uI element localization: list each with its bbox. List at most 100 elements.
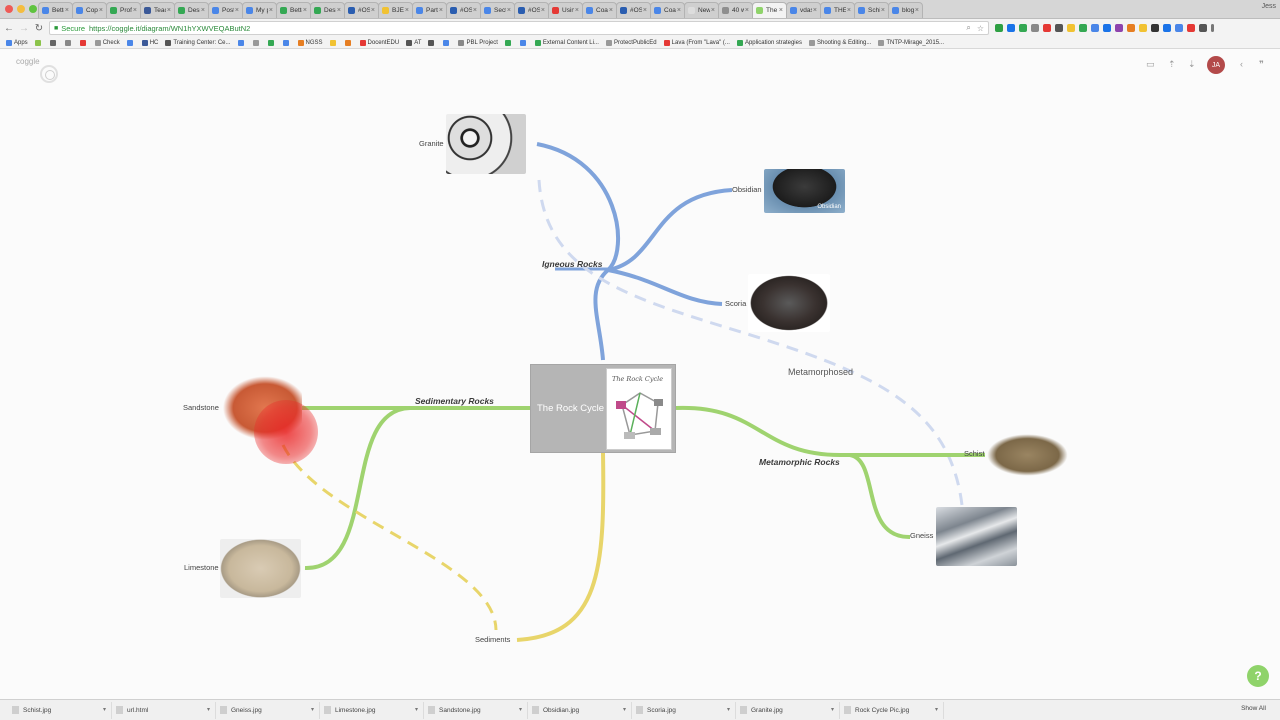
extension-icon[interactable] xyxy=(1115,24,1123,32)
bookmark-item[interactable] xyxy=(267,39,276,46)
obsidian-image[interactable]: Obsidian xyxy=(764,169,845,213)
close-tab-icon[interactable]: × xyxy=(404,7,409,14)
close-tab-icon[interactable]: × xyxy=(574,7,579,14)
download-menu-icon[interactable]: ▾ xyxy=(102,706,106,713)
extension-icon[interactable] xyxy=(1127,24,1135,32)
download-menu-icon[interactable]: ▾ xyxy=(414,706,418,713)
app-logo[interactable]: coggle xyxy=(16,57,40,66)
extension-icon[interactable] xyxy=(1175,24,1183,32)
schist-image[interactable] xyxy=(987,434,1068,476)
close-tab-icon[interactable]: × xyxy=(778,7,783,14)
maximize-window-icon[interactable] xyxy=(29,5,37,13)
bookmark-item[interactable] xyxy=(344,39,353,46)
bookmark-item[interactable]: DocentEDU xyxy=(359,39,399,46)
node-schist[interactable]: Schist xyxy=(964,449,985,458)
url-input[interactable]: ■ Secure https://coggle.it/diagram/WN1hY… xyxy=(49,21,989,35)
bookmark-item[interactable] xyxy=(443,39,451,46)
download-menu-icon[interactable]: ▾ xyxy=(934,706,938,713)
extension-icon[interactable] xyxy=(1199,24,1207,32)
download-menu-icon[interactable]: ▾ xyxy=(518,706,522,713)
bookmark-item[interactable] xyxy=(428,39,436,46)
extension-icon[interactable] xyxy=(1079,24,1087,32)
browser-tab[interactable]: 40 wa× xyxy=(718,2,753,18)
extension-icon[interactable] xyxy=(1007,24,1015,32)
close-tab-icon[interactable]: × xyxy=(710,7,715,14)
browser-tab[interactable]: My pro× xyxy=(242,2,277,18)
bookmark-item[interactable]: ProtectPublicEd xyxy=(605,39,657,46)
mindmap-canvas[interactable]: coggle ▭ ⇡ ⇣ JA ‹ ❞ The Rock Cycle The R… xyxy=(0,50,1280,699)
bookmark-item[interactable]: HC xyxy=(141,39,158,46)
download-menu-icon[interactable]: ▾ xyxy=(830,706,834,713)
bookmark-item[interactable]: Check xyxy=(94,39,120,46)
bookmark-item[interactable]: Training Center: Ce... xyxy=(165,39,231,46)
share-icon[interactable]: ‹ xyxy=(1240,59,1243,69)
browser-tab[interactable]: #OSD× xyxy=(344,2,379,18)
close-tab-icon[interactable]: × xyxy=(608,7,613,14)
browser-tab[interactable]: Profes× xyxy=(106,2,141,18)
reload-icon[interactable]: ↻ xyxy=(34,22,44,34)
download-item[interactable]: Limestone.jpg▾ xyxy=(320,701,424,719)
comments-icon[interactable]: ❞ xyxy=(1259,59,1264,69)
close-tab-icon[interactable]: × xyxy=(234,7,239,14)
bookmark-item[interactable]: Apps xyxy=(6,39,28,46)
close-tab-icon[interactable]: × xyxy=(64,7,69,14)
browser-tab[interactable]: Coach× xyxy=(650,2,685,18)
node-granite[interactable]: Granite xyxy=(419,139,444,148)
bookmark-item[interactable] xyxy=(34,39,43,46)
bookmark-item[interactable]: NGSS xyxy=(297,39,323,46)
download-item[interactable]: Obsidian.jpg▾ xyxy=(528,701,632,719)
help-button[interactable]: ? xyxy=(1247,665,1269,687)
close-tab-icon[interactable]: × xyxy=(472,7,477,14)
gneiss-image[interactable] xyxy=(936,507,1017,566)
close-tab-icon[interactable]: × xyxy=(642,7,647,14)
upload-icon[interactable]: ⇡ xyxy=(1168,59,1176,69)
node-gneiss[interactable]: Gneiss xyxy=(910,531,934,540)
extension-icon[interactable] xyxy=(1139,24,1147,32)
browser-tab[interactable]: Teach× xyxy=(140,2,175,18)
download-item[interactable]: Gneiss.jpg▾ xyxy=(216,701,320,719)
close-tab-icon[interactable]: × xyxy=(200,7,205,14)
bookmark-item[interactable] xyxy=(64,39,73,46)
browser-tab[interactable]: vdash× xyxy=(786,2,821,18)
browser-tab[interactable]: Post A× xyxy=(208,2,243,18)
extension-icon[interactable] xyxy=(1151,24,1159,32)
bookmark-item[interactable] xyxy=(126,39,135,46)
extension-icon[interactable] xyxy=(1067,24,1075,32)
extension-icon[interactable] xyxy=(995,24,1003,32)
browser-tab[interactable]: Using× xyxy=(548,2,583,18)
browser-tab[interactable]: #OSD× xyxy=(446,2,481,18)
star-icon[interactable]: ☆ xyxy=(976,23,984,33)
browser-tab[interactable]: Copy i× xyxy=(72,2,107,18)
browser-tab[interactable]: Schist× xyxy=(854,2,889,18)
avatar[interactable]: JA xyxy=(1207,56,1225,74)
bookmark-item[interactable]: External Content Li... xyxy=(534,39,599,46)
download-menu-icon[interactable]: ▾ xyxy=(726,706,730,713)
branch-metamorphic-rocks[interactable]: Metamorphic Rocks xyxy=(759,457,840,467)
close-tab-icon[interactable]: × xyxy=(540,7,545,14)
show-all-button[interactable]: Show All xyxy=(1241,705,1266,712)
extension-icon[interactable] xyxy=(1091,24,1099,32)
bookmark-item[interactable] xyxy=(49,39,58,46)
download-item[interactable]: Sandstone.jpg▾ xyxy=(424,701,528,719)
bookmark-item[interactable]: PBL Project xyxy=(458,39,498,46)
bookmark-item[interactable] xyxy=(79,39,88,46)
bookmark-item[interactable]: TNTP-Mirage_2015... xyxy=(878,39,944,46)
extension-icon[interactable] xyxy=(1043,24,1051,32)
browser-tab[interactable]: The Ro× xyxy=(752,2,787,18)
branch-igneous-rocks[interactable]: Igneous Rocks xyxy=(542,259,603,269)
forward-icon[interactable]: → xyxy=(19,22,29,34)
close-tab-icon[interactable]: × xyxy=(438,7,443,14)
present-icon[interactable]: ▭ xyxy=(1146,59,1155,69)
browser-tab[interactable]: #OSD× xyxy=(514,2,549,18)
node-sediments[interactable]: Sediments xyxy=(475,635,511,644)
browser-tab[interactable]: Partic× xyxy=(412,2,447,18)
close-tab-icon[interactable]: × xyxy=(676,7,681,14)
browser-tab[interactable]: BJEC× xyxy=(378,2,413,18)
browser-tab[interactable]: Better× xyxy=(38,2,73,18)
granite-image[interactable] xyxy=(446,114,526,174)
search-icon[interactable]: ⌕ xyxy=(966,23,971,32)
download-menu-icon[interactable]: ▾ xyxy=(206,706,210,713)
close-tab-icon[interactable]: × xyxy=(336,7,341,14)
bookmark-item[interactable] xyxy=(519,39,528,46)
edge-label-metamorphosed[interactable]: Metamorphosed xyxy=(788,367,854,377)
